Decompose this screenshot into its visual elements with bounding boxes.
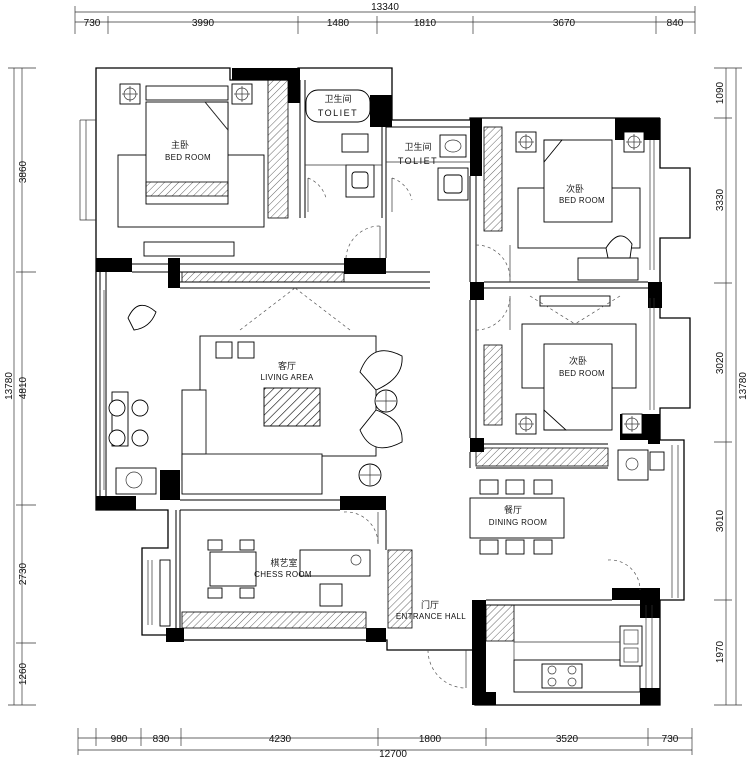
bedroom-3-en-label: BED ROOM (559, 369, 605, 378)
door-leaves (307, 178, 511, 688)
top-dim-4: 1810 (414, 18, 437, 29)
bedroom-2-cn-label: 次卧 (566, 183, 584, 195)
top-dimensions: 13340 730 3990 1480 1810 3670 840 (74, 2, 696, 34)
top-dim-1: 730 (84, 18, 101, 29)
master-bedroom: 主卧 BED ROOM (117, 83, 265, 257)
top-dim-6: 840 (667, 18, 684, 29)
left-dim-1: 3860 (18, 160, 29, 183)
right-dimensions: 1090 3330 3020 3010 1970 13780 (714, 67, 749, 706)
top-total-dim: 13340 (371, 2, 399, 13)
right-dim-4: 3010 (715, 509, 726, 532)
left-dim-2: 4810 (18, 376, 29, 399)
right-dim-2: 3330 (715, 188, 726, 211)
top-dim-2: 3990 (192, 18, 215, 29)
bathroom-1-en-label: TOLIET (318, 108, 358, 118)
master-bedroom-en-label: BED ROOM (165, 153, 211, 162)
dining-room-cn-label: 餐厅 (504, 504, 522, 516)
bottom-dim-3: 4230 (269, 734, 292, 745)
bottom-dim-2: 830 (153, 734, 170, 745)
wardrobes (181, 79, 609, 642)
bathroom-2: 卫生间 TOLIET (386, 134, 470, 201)
top-dim-5: 3670 (553, 18, 576, 29)
bathroom-1-cn-label: 卫生间 (324, 93, 351, 105)
entrance-hall: 门厅 ENTRANCE HALL (396, 599, 466, 621)
left-dim-3: 2730 (18, 562, 29, 585)
bottom-total-dim: 12700 (379, 749, 407, 760)
bathroom-2-en-label: TOLIET (398, 156, 438, 166)
bottom-dim-6: 730 (662, 734, 679, 745)
windows (99, 140, 679, 688)
dining-room: 餐厅 DINING ROOM (469, 449, 665, 555)
bedroom-3-cn-label: 次卧 (569, 355, 587, 367)
top-dim-3: 1480 (327, 18, 350, 29)
doors (307, 177, 641, 689)
lamp-icon (623, 131, 645, 153)
right-dim-3: 3020 (715, 351, 726, 374)
bottom-dim-5: 3520 (556, 734, 579, 745)
bedroom-2: 次卧 BED ROOM (515, 131, 645, 281)
left-total-dim: 13780 (4, 372, 15, 400)
kitchen (513, 618, 643, 693)
wall-columns (96, 68, 662, 705)
bathroom-1: 卫生间 TOLIET (305, 89, 382, 198)
entrance-hall-en-label: ENTRANCE HALL (396, 612, 466, 621)
bedroom-2-en-label: BED ROOM (559, 196, 605, 205)
bottom-dimensions: 980 830 4230 1800 3520 730 12700 (77, 728, 693, 760)
left-dim-4: 1260 (18, 662, 29, 685)
living-area-cn-label: 客厅 (278, 360, 296, 372)
chess-room-cn-label: 棋艺室 (270, 557, 297, 569)
bathroom-2-cn-label: 卫生间 (404, 141, 431, 153)
bedroom-3: 次卧 BED ROOM (515, 295, 643, 435)
chess-room: 棋艺室 CHESS ROOM (159, 539, 371, 627)
bottom-dim-1: 980 (111, 734, 128, 745)
living-area-en-label: LIVING AREA (260, 373, 313, 382)
chess-room-en-label: CHESS ROOM (254, 570, 312, 579)
right-dim-5: 1970 (715, 640, 726, 663)
left-dimensions: 13780 3860 4810 2730 1260 (4, 67, 36, 706)
right-total-dim: 13780 (738, 372, 749, 400)
right-dim-1: 1090 (715, 81, 726, 104)
dining-room-en-label: DINING ROOM (489, 518, 547, 527)
lamp-icon (515, 413, 537, 435)
master-bedroom-cn-label: 主卧 (171, 139, 189, 151)
living-area: 客厅 LIVING AREA (108, 287, 403, 495)
lamp-icon (119, 83, 141, 105)
lamp-icon (621, 413, 643, 435)
entrance-hall-cn-label: 门厅 (421, 599, 439, 611)
bottom-dim-4: 1800 (419, 734, 442, 745)
lamp-icon (515, 131, 537, 153)
lamp-icon (231, 83, 253, 105)
